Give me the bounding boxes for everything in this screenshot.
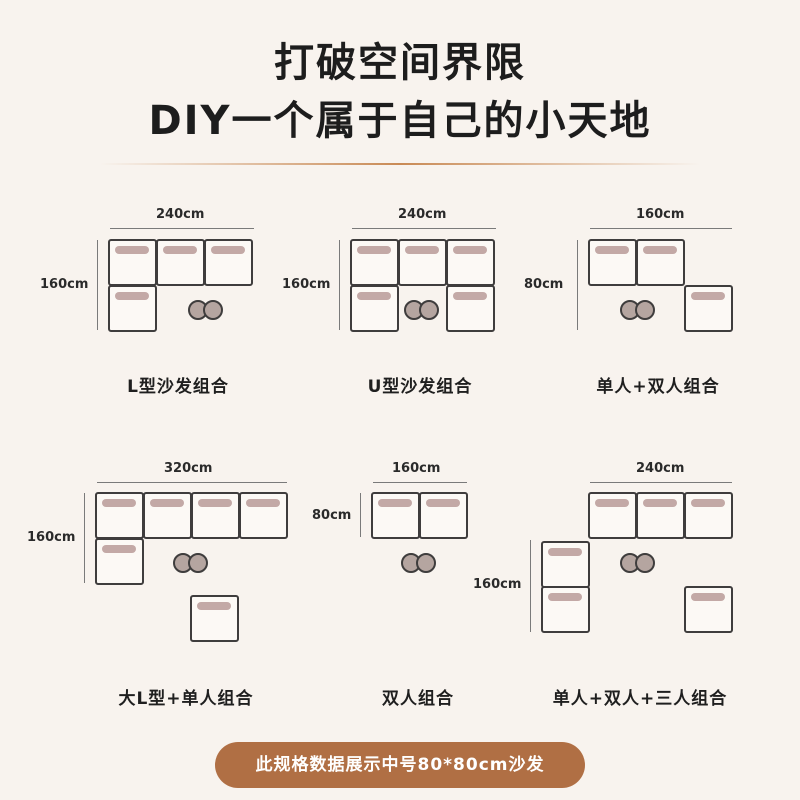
- ottoman: [416, 553, 436, 573]
- seat-module: [588, 239, 637, 286]
- seat-module: [636, 492, 685, 539]
- seat-module: [684, 586, 733, 633]
- spec-note-badge: 此规格数据展示中号80*80cm沙发: [215, 742, 585, 788]
- seat-cushion: [115, 246, 149, 254]
- seat-cushion: [453, 246, 487, 254]
- title-divider: [100, 163, 700, 165]
- seat-module: [398, 239, 447, 286]
- width-dimension: 160cm: [636, 207, 685, 222]
- seat-module: [108, 285, 157, 332]
- ottoman: [419, 300, 439, 320]
- seat-module: [446, 239, 495, 286]
- seat-module: [350, 239, 399, 286]
- seat-module: [350, 285, 399, 332]
- combo-label: 大L型+单人组合: [118, 689, 254, 709]
- seat-cushion: [691, 593, 725, 601]
- seat-module: [156, 239, 205, 286]
- width-dimension: 240cm: [156, 207, 205, 222]
- seat-module: [446, 285, 495, 332]
- seat-module: [108, 239, 157, 286]
- width-dimension-line: [590, 482, 732, 483]
- combo-label: L型沙发组合: [127, 377, 229, 397]
- ottoman: [203, 300, 223, 320]
- seat-cushion: [357, 292, 391, 300]
- seat-cushion: [453, 292, 487, 300]
- combo-label: 双人组合: [382, 689, 454, 709]
- seat-cushion: [548, 548, 582, 556]
- depth-dimension-line: [530, 540, 531, 632]
- seat-module: [204, 239, 253, 286]
- width-dimension-line: [373, 482, 467, 483]
- seat-cushion: [102, 499, 136, 507]
- seat-cushion: [643, 246, 677, 254]
- width-dimension-line: [97, 482, 287, 483]
- seat-cushion: [357, 246, 391, 254]
- seat-cushion: [426, 499, 460, 507]
- width-dimension-line: [352, 228, 496, 229]
- page-subtitle: DIY一个属于自己的小天地: [148, 98, 652, 144]
- seat-module: [636, 239, 685, 286]
- seat-module: [419, 492, 468, 539]
- width-dimension-line: [590, 228, 732, 229]
- depth-dimension: 160cm: [473, 577, 522, 592]
- width-dimension: 320cm: [164, 461, 213, 476]
- seat-module: [95, 538, 144, 585]
- depth-dimension: 160cm: [27, 530, 76, 545]
- seat-cushion: [595, 246, 629, 254]
- seat-cushion: [246, 499, 280, 507]
- seat-cushion: [691, 292, 725, 300]
- seat-cushion: [150, 499, 184, 507]
- seat-module: [191, 492, 240, 539]
- seat-cushion: [405, 246, 439, 254]
- depth-dimension: 80cm: [524, 277, 564, 292]
- depth-dimension: 80cm: [312, 508, 352, 523]
- seat-cushion: [691, 499, 725, 507]
- seat-cushion: [595, 499, 629, 507]
- depth-dimension: 160cm: [282, 277, 331, 292]
- seat-cushion: [211, 246, 245, 254]
- seat-cushion: [548, 593, 582, 601]
- combo-label: 单人+双人+三人组合: [552, 689, 728, 709]
- seat-module: [684, 492, 733, 539]
- ottoman: [635, 300, 655, 320]
- width-dimension-line: [110, 228, 254, 229]
- seat-cushion: [198, 499, 232, 507]
- depth-dimension-line: [339, 240, 340, 330]
- seat-cushion: [197, 602, 231, 610]
- width-dimension: 160cm: [392, 461, 441, 476]
- depth-dimension-line: [577, 240, 578, 330]
- seat-module: [95, 492, 144, 539]
- seat-module: [684, 285, 733, 332]
- seat-cushion: [643, 499, 677, 507]
- depth-dimension: 160cm: [40, 277, 89, 292]
- depth-dimension-line: [84, 493, 85, 583]
- depth-dimension-line: [97, 240, 98, 330]
- combo-label: U型沙发组合: [367, 377, 473, 397]
- combo-label: 单人+双人组合: [596, 377, 720, 397]
- ottoman: [188, 553, 208, 573]
- ottoman: [635, 553, 655, 573]
- seat-cushion: [163, 246, 197, 254]
- seat-cushion: [115, 292, 149, 300]
- depth-dimension-line: [360, 493, 361, 537]
- width-dimension: 240cm: [636, 461, 685, 476]
- seat-module: [588, 492, 637, 539]
- seat-module: [541, 541, 590, 588]
- seat-module: [371, 492, 420, 539]
- seat-cushion: [102, 545, 136, 553]
- seat-module: [541, 586, 590, 633]
- seat-module: [239, 492, 288, 539]
- seat-module: [143, 492, 192, 539]
- seat-module: [190, 595, 239, 642]
- seat-cushion: [378, 499, 412, 507]
- page-title: 打破空间界限: [274, 40, 526, 86]
- width-dimension: 240cm: [398, 207, 447, 222]
